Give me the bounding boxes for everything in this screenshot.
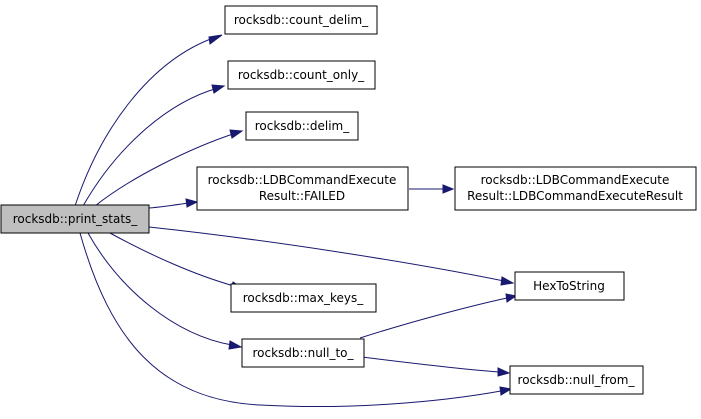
node-null-from-box — [509, 365, 644, 395]
node-count-delim-label: rocksdb::count_delim_ — [234, 13, 369, 27]
edge-print-stats-to-delim — [94, 129, 244, 207]
node-max-keys-box — [230, 283, 377, 313]
node-max-keys-label: rocksdb::max_keys_ — [243, 291, 365, 305]
node-delim[interactable]: rocksdb::delim_ — [245, 111, 359, 141]
node-delim-label: rocksdb::delim_ — [255, 119, 350, 133]
node-ldb-result-label-line-1: rocksdb::LDBCommandExecute — [481, 173, 670, 187]
edge-print-stats-to-null-to — [87, 232, 243, 350]
node-count-delim[interactable]: rocksdb::count_delim_ — [224, 5, 378, 35]
node-print-stats[interactable]: rocksdb::print_stats_ — [0, 204, 150, 234]
node-count-delim-box — [224, 5, 378, 35]
node-null-to[interactable]: rocksdb::null_to_ — [241, 338, 365, 368]
node-failed[interactable]: rocksdb::LDBCommandExecute Result::FAILE… — [196, 166, 409, 211]
node-failed-box — [196, 166, 409, 211]
node-ldb-result[interactable]: rocksdb::LDBCommandExecute Result::LDBCo… — [454, 166, 697, 211]
node-hex-to-string-label: HexToString — [533, 279, 605, 293]
node-null-from[interactable]: rocksdb::null_from_ — [509, 365, 644, 395]
edge-print-stats-to-null-from — [79, 232, 513, 408]
node-failed-label-line-1: rocksdb::LDBCommandExecute — [208, 173, 397, 187]
node-max-keys[interactable]: rocksdb::max_keys_ — [230, 283, 377, 313]
edge-print-stats-to-count-delim — [74, 34, 223, 207]
node-null-from-label: rocksdb::null_from_ — [518, 373, 636, 387]
node-failed-label-line-2: Result::FAILED — [259, 189, 345, 203]
node-delim-box — [245, 111, 359, 141]
node-null-to-box — [241, 338, 365, 368]
edge-null-to-to-null-from — [361, 356, 511, 377]
node-count-only-label: rocksdb::count_only_ — [238, 68, 365, 82]
edge-null-to-to-hex-to-string — [359, 293, 518, 339]
edge-print-stats-to-hex-to-string — [148, 226, 515, 286]
edge-print-stats-to-count-only — [82, 84, 226, 207]
node-ldb-result-box — [454, 166, 697, 211]
node-print-stats-box — [0, 204, 150, 234]
node-count-only[interactable]: rocksdb::count_only_ — [227, 60, 376, 90]
node-ldb-result-label-line-2: Result::LDBCommandExecuteResult — [467, 189, 683, 203]
edge-print-stats-to-failed — [148, 198, 199, 209]
edge-failed-to-ldb-result — [409, 184, 455, 194]
node-hex-to-string-box — [514, 271, 625, 301]
node-count-only-box — [227, 60, 376, 90]
node-hex-to-string[interactable]: HexToString — [514, 271, 625, 301]
edge-print-stats-to-max-keys — [109, 232, 246, 291]
node-null-to-label: rocksdb::null_to_ — [252, 346, 354, 360]
node-print-stats-label: rocksdb::print_stats_ — [13, 212, 139, 226]
